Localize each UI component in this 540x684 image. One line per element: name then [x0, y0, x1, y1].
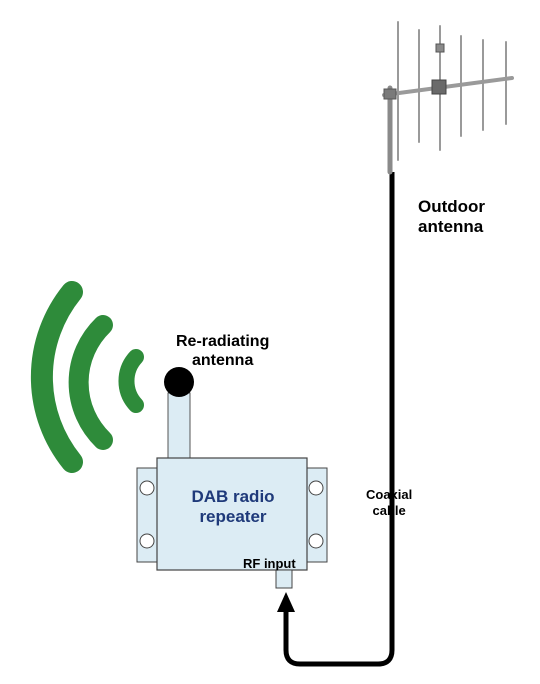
rf-input-connector [275, 569, 293, 589]
signal-arc-medium [68, 315, 113, 450]
reradiating-antenna-ball [164, 367, 194, 397]
cable-arrowhead [277, 592, 295, 612]
outdoor-antenna-label-line1: Outdoor [418, 197, 486, 216]
reradiating-antenna-mast [167, 392, 191, 460]
mounting-hole [139, 480, 155, 496]
outdoor-antenna-label: Outdoor antenna [418, 197, 485, 238]
outdoor-antenna-label-line2: antenna [418, 217, 484, 237]
mounting-hole [308, 533, 324, 549]
repeater-body [156, 457, 308, 571]
dab-repeater-box [136, 457, 328, 571]
repeater-label: DAB radio repeater [160, 487, 306, 528]
coax-label-line1: Coaxial [366, 487, 413, 502]
coaxial-cable-label: Coaxial cable [366, 487, 412, 518]
mounting-hole [139, 533, 155, 549]
mounting-hole [308, 480, 324, 496]
signal-arc-small [118, 349, 144, 413]
yagi-antenna-icon [382, 21, 514, 175]
repeater-label-line2: repeater [199, 507, 267, 527]
reradiating-label-line1: Re-radiating [176, 333, 270, 350]
coax-label-line2: cable [372, 502, 406, 518]
reradiating-antenna-label: Re-radiating antenna [176, 332, 269, 370]
coaxial-cable [277, 172, 395, 667]
rf-input-label: RF input [243, 556, 296, 571]
reradiating-label-line2: antenna [192, 352, 254, 370]
repeater-label-line1: DAB radio [191, 487, 275, 506]
wireless-signal-icon [30, 281, 144, 473]
signal-arc-large [30, 281, 83, 473]
